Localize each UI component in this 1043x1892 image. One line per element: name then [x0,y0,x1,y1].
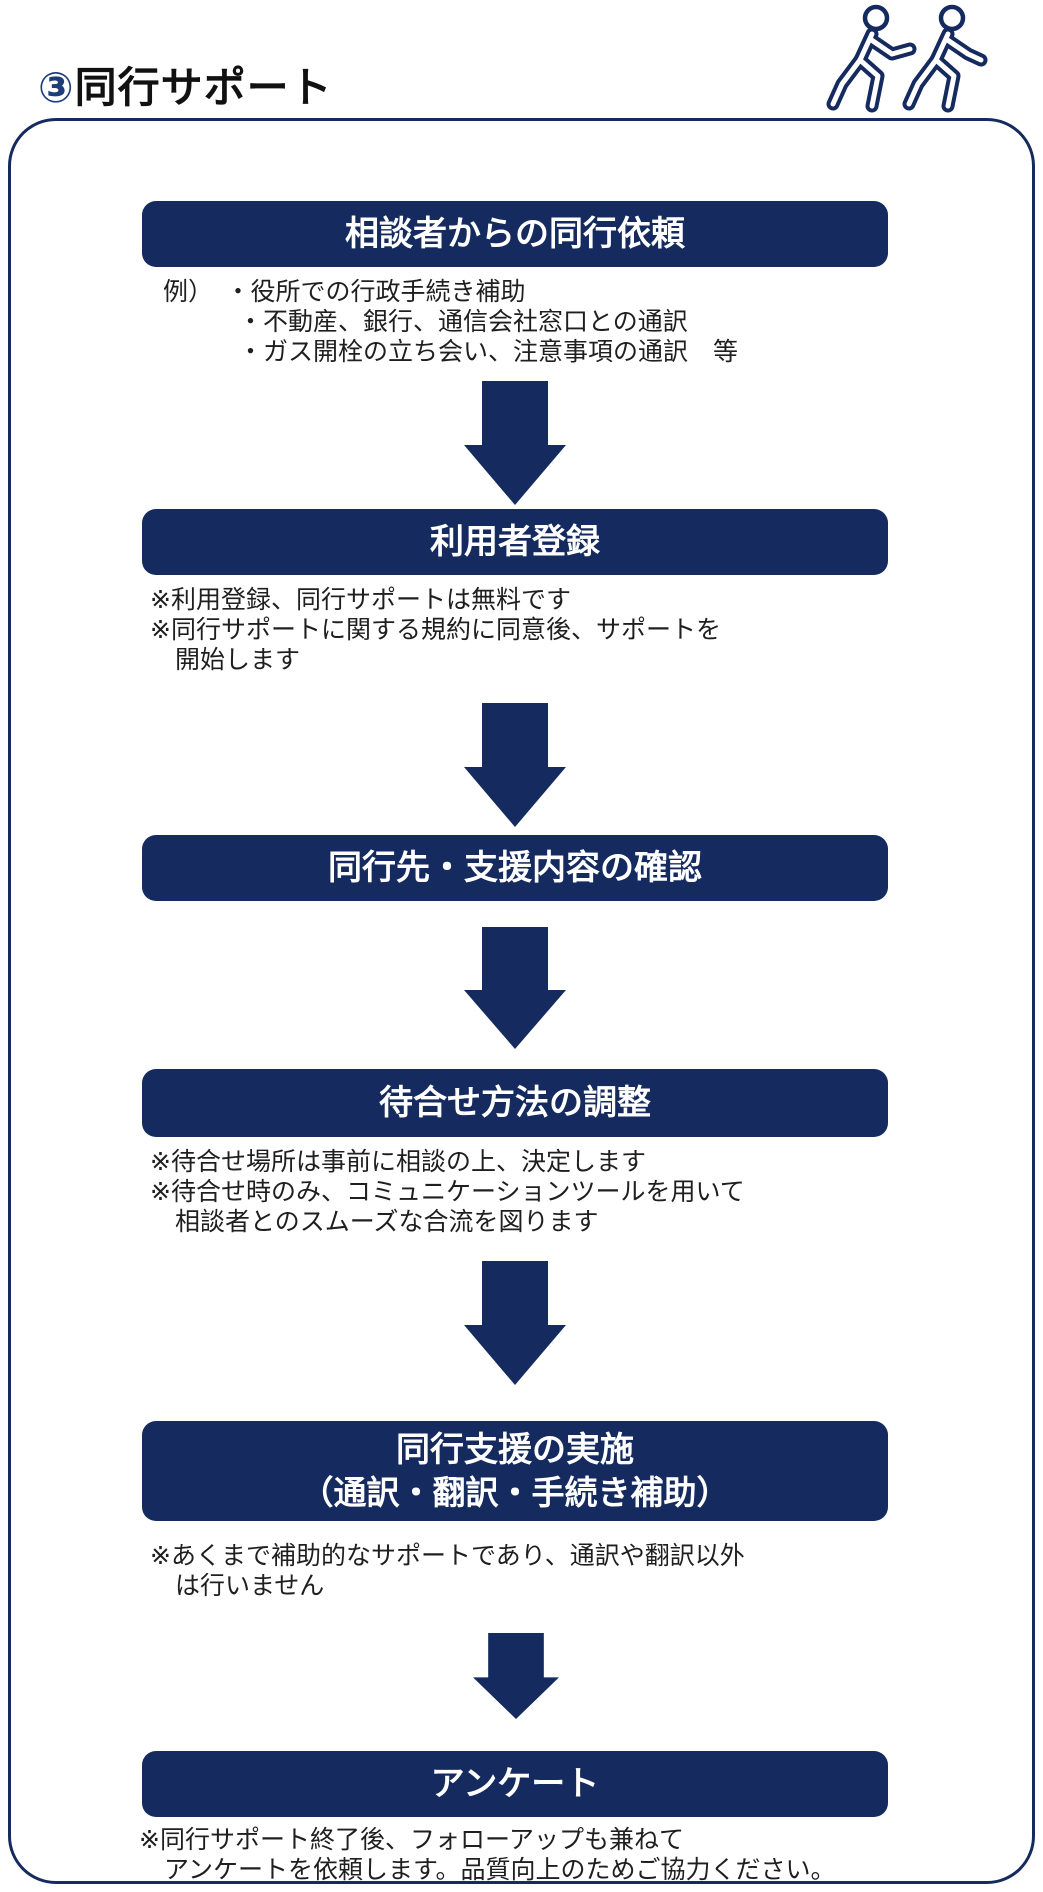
two-people-walking-icon [826,2,988,124]
note-line: 開始します [150,646,301,674]
step-box-user-registration: 利用者登録 [142,509,888,575]
flow-panel: 相談者からの同行依頼 例） ・役所での行政手続き補助 ・不動産、銀行、通信会社窓… [8,118,1035,1884]
step-notes-survey: ※同行サポート終了後、フォローアップも兼ねて アンケートを依頼します。品質向上の… [139,1825,836,1885]
down-arrow-icon [464,703,566,827]
note-line: アンケートを依頼します。品質向上のためご協力ください。 [139,1856,836,1884]
step-label: 相談者からの同行依頼 [345,214,685,253]
step-notes-registration: ※利用登録、同行サポートは無料です ※同行サポートに関する規約に同意後、サポート… [150,585,721,675]
note-line: ※待合せ時のみ、コミュニケーションツールを用いて [150,1178,745,1206]
step-label: 待合せ方法の調整 [379,1083,651,1122]
step-box-support-execution: 同行支援の実施 （通訳・翻訳・手続き補助） [142,1421,888,1521]
step-label-line2: （通訳・翻訳・手続き補助） [300,1473,730,1511]
note-line: ・不動産、銀行、通信会社窓口との通訳 [163,308,688,336]
step-notes-examples: 例） ・役所での行政手続き補助 ・不動産、銀行、通信会社窓口との通訳 ・ガス開栓… [163,277,738,367]
step-box-consultation-request: 相談者からの同行依頼 [142,201,888,267]
step-label: アンケート [430,1764,600,1803]
down-arrow-icon [464,1261,566,1385]
note-line: 例） ・役所での行政手続き補助 [163,278,526,306]
step-box-survey: アンケート [142,1751,888,1817]
note-line: ※利用登録、同行サポートは無料です [150,586,571,614]
note-line: ※待合せ場所は事前に相談の上、決定します [150,1148,646,1176]
step-box-meetup-arrangement: 待合せ方法の調整 [142,1069,888,1137]
page-title: ③同行サポート [38,54,333,115]
note-line: 相談者とのスムーズな合流を図ります [150,1208,599,1236]
down-arrow-icon [473,1633,559,1719]
note-line: は行いません [150,1572,325,1600]
step-label: 同行支援の実施 [396,1431,634,1470]
note-line: ※同行サポート終了後、フォローアップも兼ねて [139,1826,684,1854]
note-line: ※同行サポートに関する規約に同意後、サポートを [150,616,721,644]
note-line: ・ガス開栓の立ち会い、注意事項の通訳 等 [163,338,739,366]
step-label: 同行先・支援内容の確認 [328,848,702,887]
title-number: ③ [38,64,75,111]
step-notes-meetup: ※待合せ場所は事前に相談の上、決定します ※待合せ時のみ、コミュニケーションツー… [150,1147,745,1237]
step-box-destination-confirmation: 同行先・支援内容の確認 [142,835,888,901]
step-notes-support-scope: ※あくまで補助的なサポートであり、通訳や翻訳以外 は行いません [150,1541,745,1601]
down-arrow-icon [464,381,566,505]
title-text: 同行サポート [74,64,333,111]
step-label: 利用者登録 [430,522,600,561]
note-line: ※あくまで補助的なサポートであり、通訳や翻訳以外 [150,1542,745,1570]
down-arrow-icon [464,927,566,1049]
